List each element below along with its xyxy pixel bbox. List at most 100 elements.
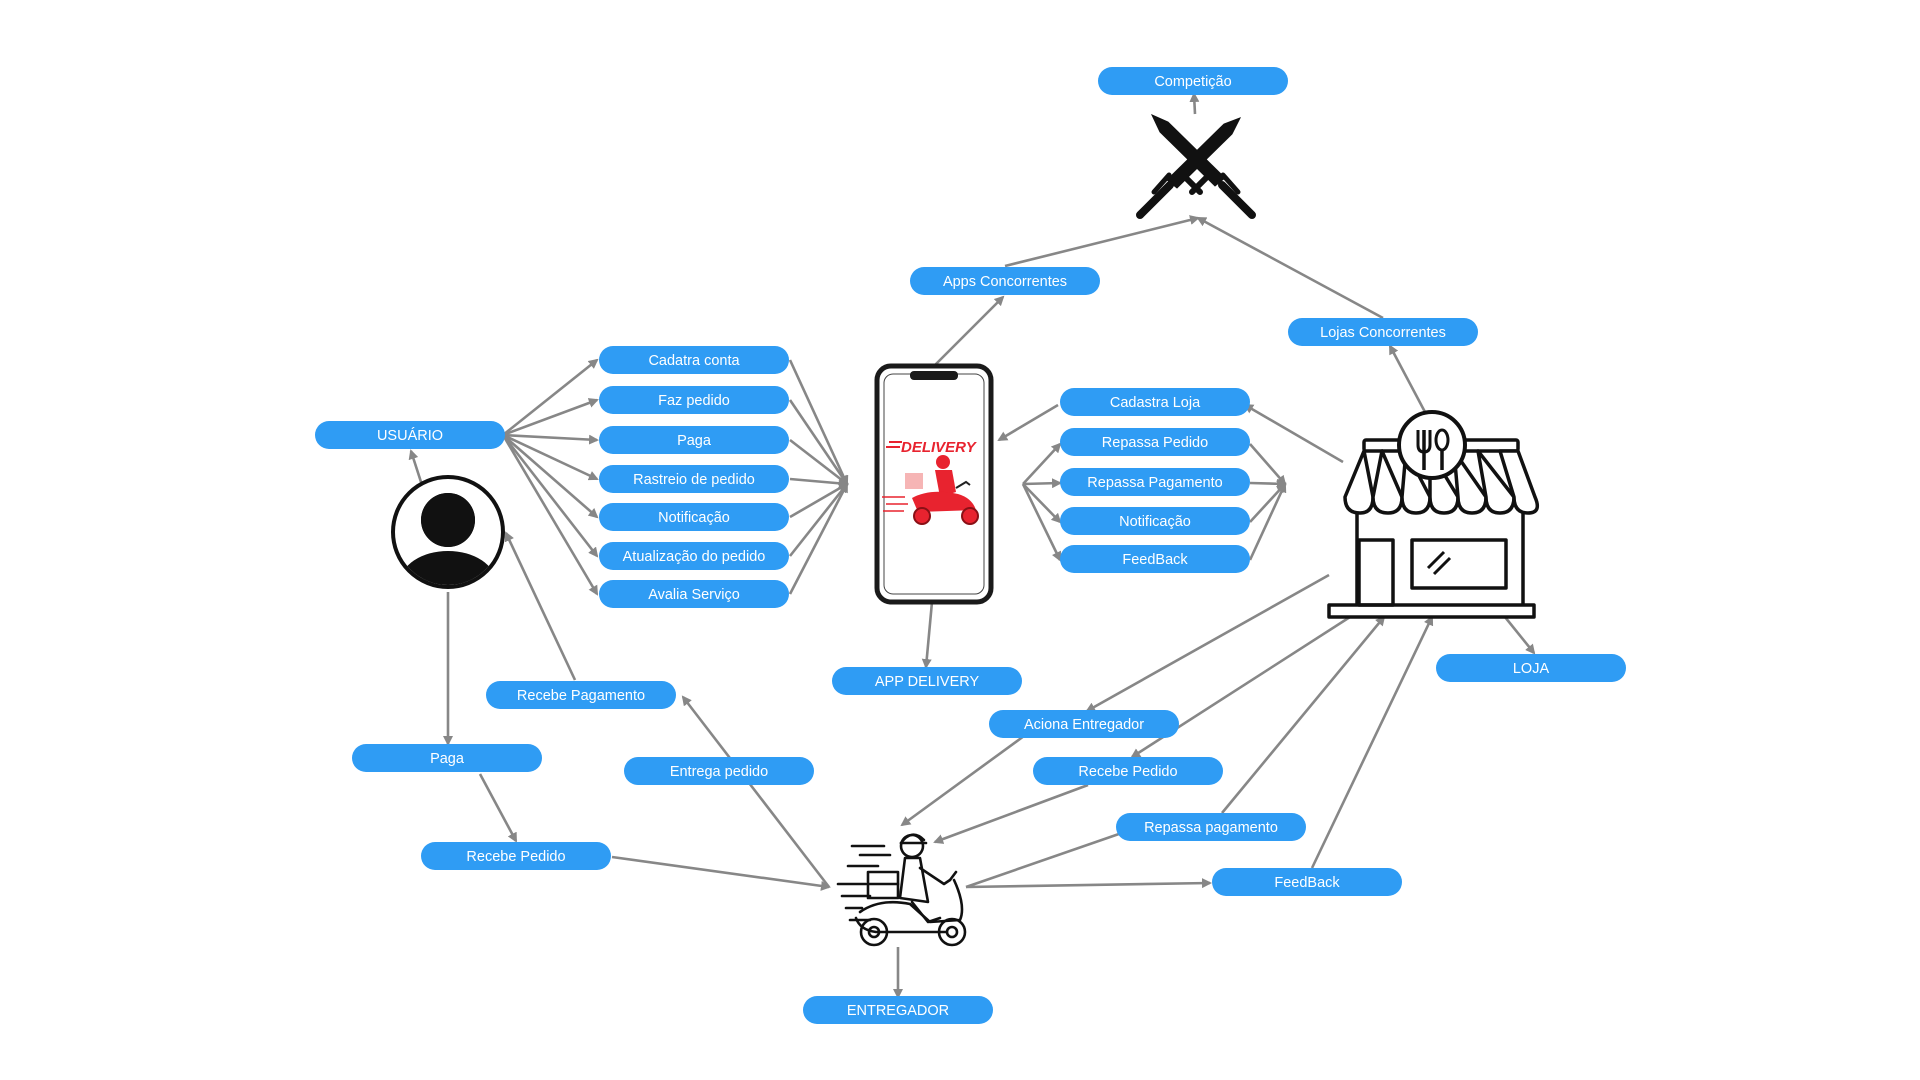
entregador-pill-label: ENTREGADOR (847, 1003, 949, 1019)
paga-usuario-pill-shape (352, 744, 542, 772)
aciona-entregador-pill-label: Aciona Entregador (1024, 717, 1144, 733)
arrow-swords-to-competicao (1189, 92, 1200, 115)
notificacao-loja-pill-shape (1060, 507, 1250, 535)
arrow-phone-to-apps-concorrentes (933, 295, 1005, 367)
repassa-pedido-pill: Repassa Pedido (1060, 428, 1250, 456)
arrow-cadastra-loja-to-phone (997, 403, 1059, 442)
entrega-pedido-pill-label: Entrega pedido (670, 764, 768, 780)
arrow-phone-to-app-delivery (921, 601, 934, 669)
notificacao-loja-pill-label: Notificação (1119, 514, 1191, 530)
arrow-usuario-to-cadatra-conta (502, 358, 599, 437)
arrow-usuario-to-faz-pedido (502, 398, 599, 437)
feedback-loja-pill-shape (1060, 545, 1250, 573)
usuario-pill-shape (315, 421, 505, 449)
recebe-pedido-usuario-pill-shape (421, 842, 611, 870)
arrow-apps-concorrentes-to-swords (1004, 215, 1200, 268)
apps-concorrentes-pill: Apps Concorrentes (910, 267, 1100, 295)
recebe-pedido-usuario-pill-label: Recebe Pedido (466, 849, 565, 865)
arrow-store-to-cadastra-loja (1243, 403, 1344, 464)
entregador-pill-shape (803, 996, 993, 1024)
notificacao-app-pill: Notificação (599, 503, 789, 531)
atualizacao-pedido-pill-shape (599, 542, 789, 570)
competicao-pill: Competição (1098, 67, 1288, 95)
arrow-phone-to-repassa-pagamento (1022, 478, 1062, 489)
paga-usuario-pill-label: Paga (430, 751, 465, 767)
arrow-paga-to-recebe-pedido (478, 773, 518, 843)
repassa-pagamento-loja-pill-label: Repassa Pagamento (1087, 475, 1222, 491)
arrow-faz-pedido-to-phone (788, 399, 849, 486)
notificacao-app-pill-label: Notificação (658, 510, 730, 526)
app-delivery-pill-label: APP DELIVERY (875, 674, 980, 690)
arrow-rastreio-to-phone (789, 477, 849, 489)
arrow-feedback-loja-to-store (1248, 482, 1287, 561)
arrow-recebe-pedido-entregador-to-courier (933, 783, 1089, 844)
loja-pill-label: LOJA (1513, 661, 1550, 677)
aciona-entregador-pill-shape (989, 710, 1179, 738)
arrow-usuario-to-notificacao (502, 434, 599, 519)
arrow-feedback-to-store (1310, 615, 1434, 869)
arrow-phone-to-feedback-loja (1021, 483, 1062, 562)
entrega-pedido-pill: Entrega pedido (624, 757, 814, 785)
restaurant-store-icon (1327, 410, 1540, 619)
arrow-atualizacao-to-phone (788, 482, 849, 557)
atualizacao-pedido-pill: Atualização do pedido (599, 542, 789, 570)
arrow-aciona-to-courier (900, 734, 1025, 827)
avalia-servico-pill: Avalia Serviço (599, 580, 789, 608)
loja-pill-shape (1436, 654, 1626, 682)
arrow-store-to-lojas-concorrentes (1388, 344, 1427, 413)
repassa-pagamento-entregador-pill-label: Repassa pagamento (1144, 820, 1278, 836)
avalia-servico-pill-shape (599, 580, 789, 608)
arrow-phone-to-notificacao-loja (1022, 483, 1062, 524)
delivery-scooter-icon (836, 833, 967, 947)
arrow-recebe-pedido-to-courier (611, 855, 831, 891)
arrow-cadatra-to-phone (788, 359, 849, 486)
recebe-pedido-entregador-pill-label: Recebe Pedido (1078, 764, 1177, 780)
avalia-servico-pill-label: Avalia Serviço (648, 587, 740, 603)
lojas-concorrentes-pill-label: Lojas Concorrentes (1320, 325, 1446, 341)
lojas-concorrentes-pill-shape (1288, 318, 1478, 346)
arrow-notificacao-to-phone (789, 482, 849, 519)
rastreio-pedido-pill: Rastreio de pedido (599, 465, 789, 493)
repassa-pagamento-loja-pill-shape (1060, 468, 1250, 496)
arrows-layer (408, 92, 1536, 999)
arrow-user-to-usuario-label (408, 449, 423, 483)
delivery-logo-text: DELIVERY (901, 439, 978, 456)
crossed-swords-icon (1136, 114, 1256, 219)
feedback-entregador-pill-label: FeedBack (1274, 875, 1340, 891)
arrow-repassa-pagamento-to-store (1249, 478, 1287, 489)
user-avatar-icon (391, 475, 505, 589)
app-delivery-pill: APP DELIVERY (832, 667, 1022, 695)
arrow-repassa-pedido-to-store (1249, 443, 1287, 486)
arrow-notificacao-loja-to-store (1249, 482, 1287, 523)
arrow-phone-to-repassa-pedido (1022, 442, 1062, 485)
usuario-pill-label: USUÁRIO (377, 427, 443, 444)
recebe-pedido-entregador-pill: Recebe Pedido (1033, 757, 1223, 785)
faz-pedido-pill: Faz pedido (599, 386, 789, 414)
repassa-pedido-pill-shape (1060, 428, 1250, 456)
delivery-logo: DELIVERY (886, 439, 978, 456)
arrow-usuario-to-rastreio (502, 433, 599, 481)
recebe-pedido-entregador-pill-shape (1033, 757, 1223, 785)
cadastra-loja-pill-label: Cadastra Loja (1110, 395, 1201, 411)
competicao-pill-label: Competição (1154, 74, 1231, 90)
arrow-usuario-to-avalia (501, 434, 599, 596)
cadatra-conta-pill: Cadatra conta (599, 346, 789, 374)
rastreio-pedido-pill-label: Rastreio de pedido (633, 472, 755, 488)
arrow-repassa-pagamento-to-store (1220, 615, 1386, 814)
recebe-pagamento-pill-label: Recebe Pagamento (517, 688, 645, 704)
cadastra-loja-pill: Cadastra Loja (1060, 388, 1250, 416)
arrow-lojas-concorrentes-to-swords (1196, 216, 1384, 320)
arrow-courier-to-feedback (965, 878, 1212, 889)
apps-concorrentes-pill-label: Apps Concorrentes (943, 274, 1067, 290)
entrega-pedido-pill-shape (624, 757, 814, 785)
feedback-entregador-pill-shape (1212, 868, 1402, 896)
arrow-recebe-pagamento-to-user (504, 531, 577, 681)
arrow-avalia-to-phone (788, 482, 849, 595)
arrow-usuario-to-paga (502, 433, 599, 445)
recebe-pedido-usuario-pill: Recebe Pedido (421, 842, 611, 870)
aciona-entregador-pill: Aciona Entregador (989, 710, 1179, 738)
faz-pedido-pill-label: Faz pedido (658, 393, 730, 409)
paga-app-pill-shape (599, 426, 789, 454)
